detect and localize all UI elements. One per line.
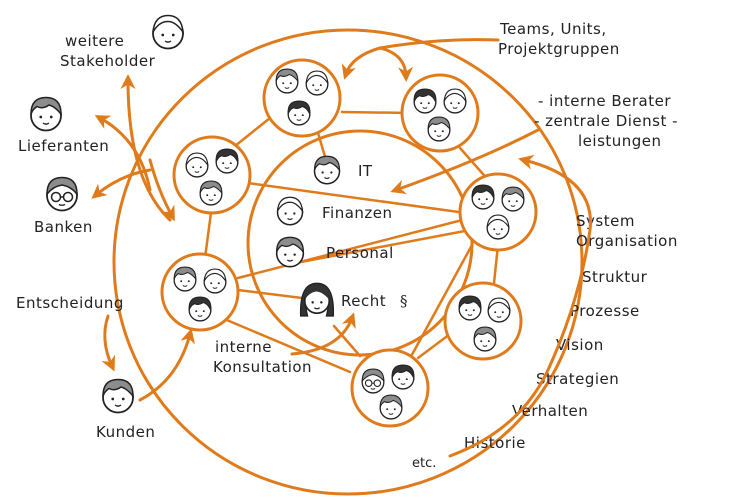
label-strategien: Strategien (536, 370, 619, 388)
arrow-teams-to-top-right (378, 46, 414, 82)
label-struktur: Struktur (582, 268, 648, 286)
person-face-icon (313, 155, 341, 185)
label-personal: Personal (326, 244, 394, 262)
label-teams-line1: Teams, Units, (499, 20, 607, 38)
arrow-konsultation (290, 312, 356, 356)
department-it: IT (313, 155, 373, 185)
label-kunden: Kunden (96, 423, 155, 441)
team-connections (203, 108, 500, 374)
team-circle-top (262, 58, 342, 138)
arrows (91, 38, 592, 458)
label-historie: Historie (464, 434, 526, 452)
team-circle-right-lower (443, 281, 523, 361)
label-it: IT (358, 162, 373, 180)
stakeholder-banken: Banken (34, 176, 93, 236)
person-face-icon (30, 96, 62, 132)
label-etc: etc. (412, 456, 436, 471)
stakeholder-weitere: weitere Stakeholder (60, 14, 184, 70)
arrow-teams-to-top (341, 38, 500, 80)
label-finanzen: Finanzen (322, 204, 393, 222)
arrow-to-stakeholder (120, 74, 172, 222)
team-circle-bottom (350, 348, 430, 428)
person-face-icon (152, 14, 184, 50)
outer-circle (112, 28, 584, 496)
arrow-to-banken (91, 168, 152, 199)
glasses-icon (46, 176, 78, 212)
arrow-to-lieferanten (94, 115, 152, 192)
team-circle-right (458, 172, 538, 252)
department-personal: Personal (275, 236, 394, 268)
person-face-icon (102, 378, 134, 414)
stakeholder-lieferanten: Lieferanten (18, 96, 109, 155)
department-recht: Recht § (299, 282, 408, 317)
department-finanzen: Finanzen (276, 196, 393, 226)
arrow-to-teams-left (148, 158, 175, 222)
label-teams-line2: Projektgruppen (498, 40, 620, 58)
label-weitere: weitere (65, 32, 124, 50)
arrow-berater (390, 128, 540, 195)
team-circle-top-right (400, 73, 480, 153)
label-recht: Recht (341, 292, 386, 310)
team-circle-left-upper (172, 135, 252, 215)
arrow-system (448, 154, 592, 458)
label-teams-group: Teams, Units, Projektgruppen (498, 20, 620, 58)
label-verhalten: Verhalten (512, 402, 588, 420)
label-konsultation: Konsultation (213, 358, 312, 376)
arrow-kunden-to-team (138, 328, 195, 402)
label-entscheidung: Entscheidung (16, 294, 124, 312)
arrow-to-kunden (101, 314, 116, 372)
label-prozesse: Prozesse (570, 302, 640, 320)
system-list: System Organisation Struktur Prozesse Vi… (412, 212, 678, 471)
label-paragraph: § (400, 292, 408, 310)
label-organisation: Organisation (576, 232, 678, 250)
label-lieferanten: Lieferanten (18, 137, 109, 155)
person-face-icon (276, 196, 304, 226)
stakeholder-kunden: Kunden (96, 378, 155, 441)
person-face-icon (275, 236, 305, 268)
label-konsultation-group: interne Konsultation (213, 338, 312, 376)
label-interne: interne (215, 338, 272, 356)
label-berater-line3: leistungen (578, 132, 662, 150)
label-vision: Vision (556, 336, 604, 354)
label-berater-line2: - zentrale Dienst - (534, 112, 678, 130)
team-circle-left-lower (160, 252, 240, 332)
label-banken: Banken (34, 218, 93, 236)
female-face-icon (299, 282, 335, 317)
label-system: System (576, 212, 635, 230)
label-entscheidung-group: Entscheidung (16, 294, 124, 312)
label-stakeholder: Stakeholder (60, 52, 156, 70)
label-berater-group: - interne Berater - zentrale Dienst - le… (534, 92, 678, 150)
label-berater-line1: - interne Berater (538, 92, 671, 110)
